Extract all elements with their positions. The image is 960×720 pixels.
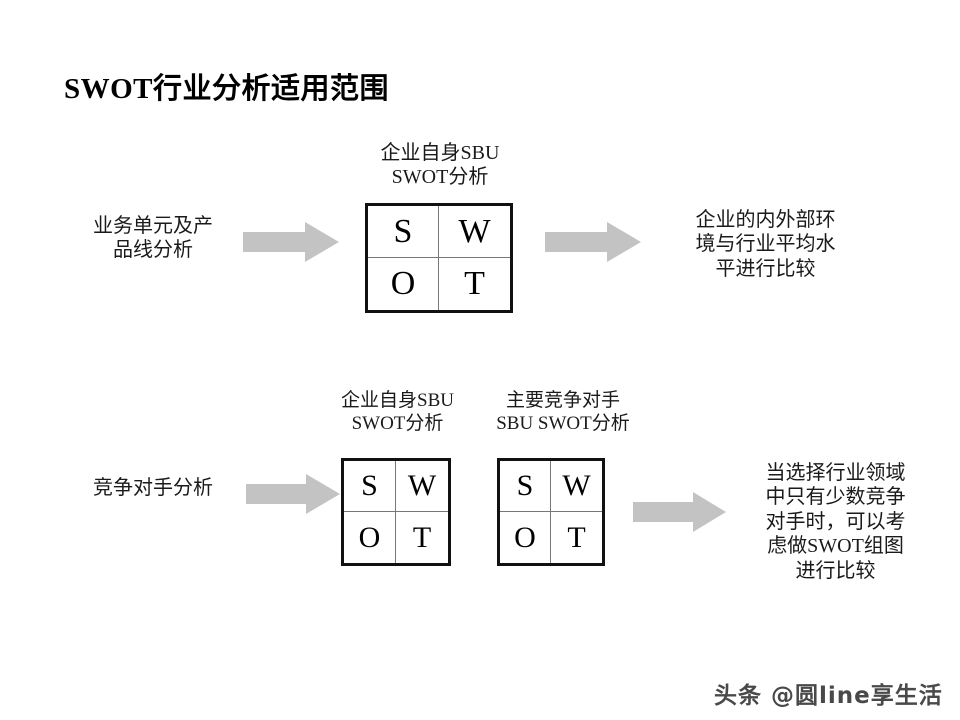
page-title: SWOT行业分析适用范围 <box>64 73 390 105</box>
row2-grid-a-caption-line1: 企业自身SBU <box>341 390 454 411</box>
row2-output-label-line4: 虑做SWOT组图 <box>767 535 904 558</box>
row2-grid-a-caption: 企业自身SBU SWOT分析 <box>320 390 475 436</box>
row1-output-label-line3: 平进行比较 <box>715 257 816 280</box>
row1-input-label: 业务单元及产 品线分析 <box>58 214 248 263</box>
row1-grid-caption-line2: SWOT分析 <box>391 166 489 189</box>
row2-swot-grid-own: S W O T <box>341 458 451 566</box>
row1-output-label-line2: 境与行业平均水 <box>695 233 836 256</box>
row2-grid-b-caption: 主要竞争对手 SBU SWOT分析 <box>474 390 652 436</box>
swot-cell-opportunities: O <box>344 512 396 563</box>
row1-input-label-line1: 业务单元及产 <box>93 215 213 237</box>
row1-output-label-line1: 企业的内外部环 <box>695 209 836 231</box>
row2-grid-a-caption-line2: SWOT分析 <box>351 412 444 434</box>
swot-cell-threats: T <box>412 520 432 554</box>
row2-output-label-line3: 对手时，可以考 <box>765 510 906 533</box>
swot-cell-opportunities: O <box>368 258 439 310</box>
row2-grid-b-caption-line2: SBU SWOT分析 <box>496 412 630 434</box>
row1-output-arrow-icon <box>545 222 641 262</box>
swot-cell-weaknesses: W <box>439 206 510 258</box>
swot-cell-weaknesses: W <box>551 461 602 512</box>
row2-swot-grid-competitor: S W O T <box>497 458 605 566</box>
row1-output-label: 企业的内外部环 境与行业平均水 平进行比较 <box>658 208 873 281</box>
row2-output-label-line1: 当选择行业领域 <box>765 462 906 484</box>
row2-output-label-line2: 中只有少数竞争 <box>765 486 906 509</box>
row2-output-arrow-icon <box>633 492 726 532</box>
row2-input-label: 竞争对手分析 <box>93 477 213 499</box>
swot-cell-strengths: S <box>368 206 439 258</box>
row1-grid-caption: 企业自身SBU SWOT分析 <box>350 141 530 190</box>
row1-swot-grid: S W O T <box>365 203 513 313</box>
swot-cell-threats: T <box>464 265 485 302</box>
row2-grid-b-caption-line1: 主要竞争对手 <box>505 390 620 411</box>
row2-output-label: 当选择行业领域 中只有少数竞争 对手时，可以考 虑做SWOT组图 进行比较 <box>728 461 943 583</box>
row2-input-arrow-icon <box>246 474 340 514</box>
row1-grid-caption-line1: 企业自身SBU <box>380 142 500 164</box>
swot-cell-opportunities: O <box>500 512 551 563</box>
row1-input-label-line2: 品线分析 <box>113 239 193 262</box>
swot-cell-threats: T <box>567 520 586 554</box>
watermark-text: 头条 @圆line享生活 <box>714 683 943 709</box>
swot-cell-strengths: S <box>500 461 551 512</box>
row2-output-label-line5: 进行比较 <box>795 559 876 582</box>
row1-input-arrow-icon <box>243 222 339 262</box>
swot-cell-weaknesses: W <box>396 461 448 512</box>
swot-cell-strengths: S <box>344 461 396 512</box>
